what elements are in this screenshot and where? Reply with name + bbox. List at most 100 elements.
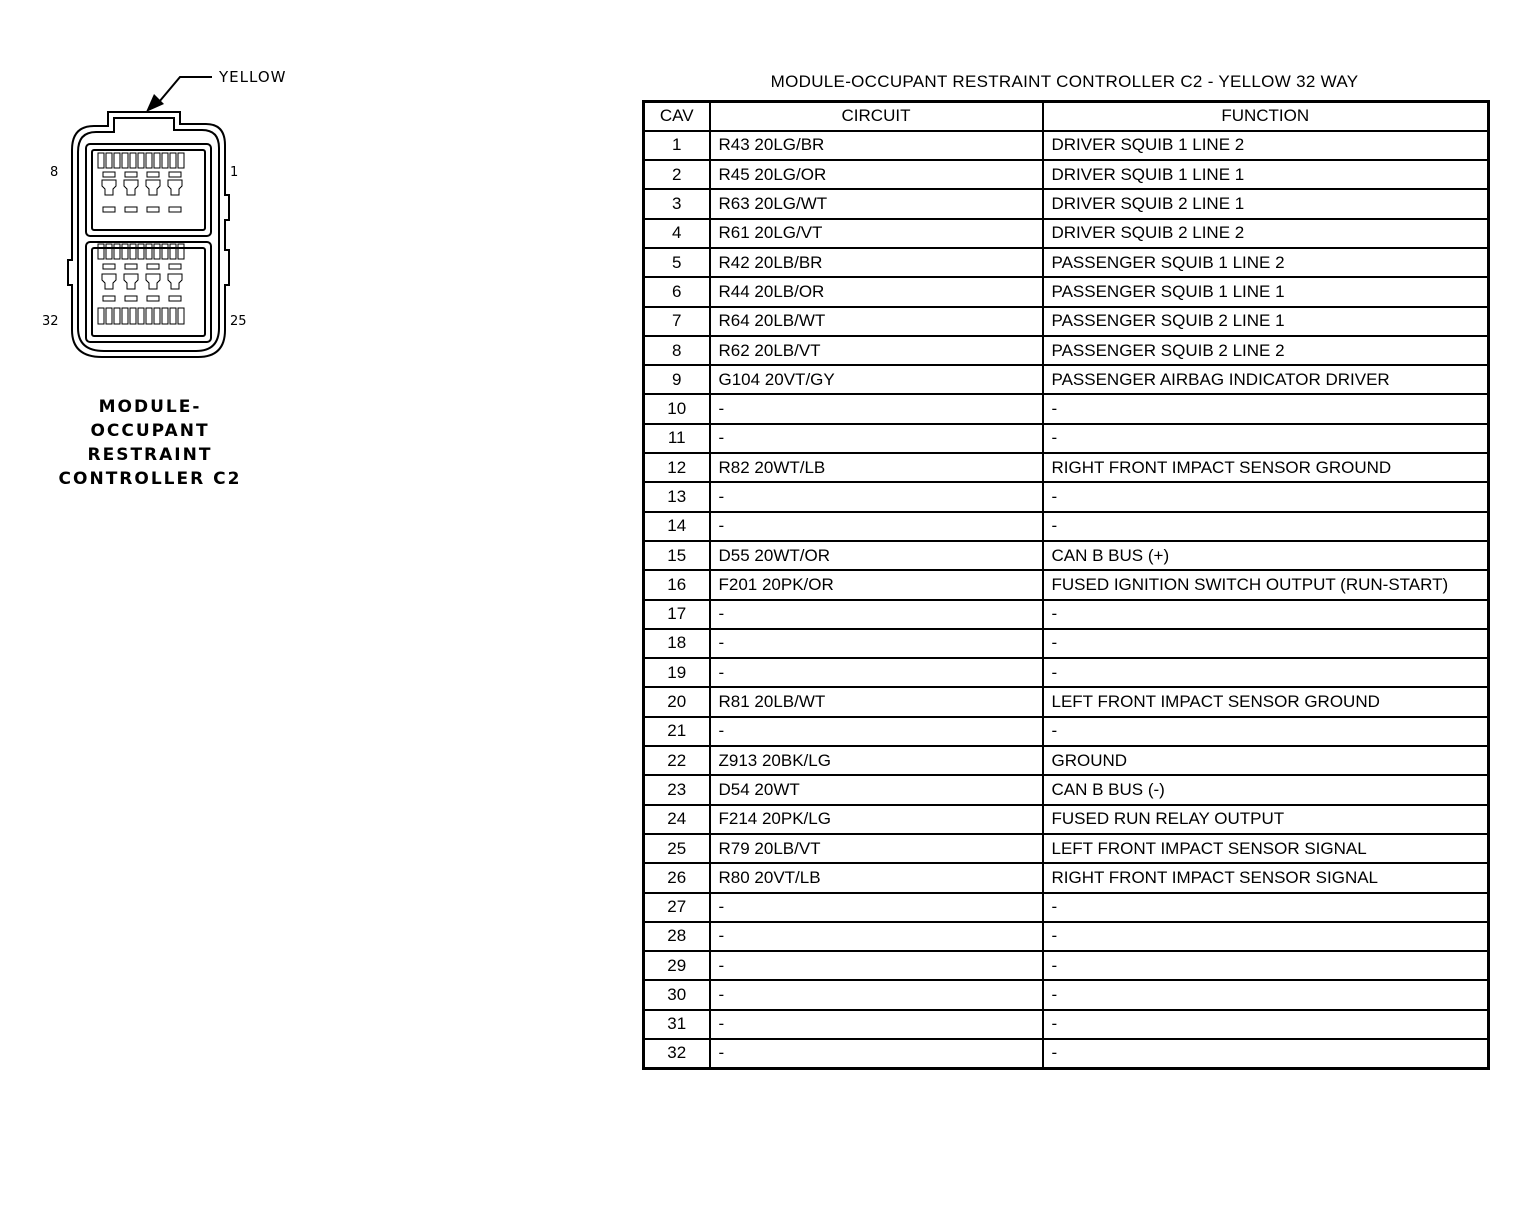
table-row: 17-- xyxy=(642,598,1490,630)
circuit-cell: R44 20LB/OR xyxy=(708,276,1044,308)
function-cell: PASSENGER AIRBAG INDICATOR DRIVER xyxy=(1041,364,1490,396)
cav-cell: 31 xyxy=(642,1008,711,1041)
function-cell: FUSED IGNITION SWITCH OUTPUT (RUN-START) xyxy=(1041,569,1490,601)
connector-name-line: RESTRAINT xyxy=(87,445,213,465)
circuit-cell: - xyxy=(708,422,1044,455)
function-cell: - xyxy=(1041,715,1490,748)
cav-cell: 20 xyxy=(642,686,711,718)
circuit-cell: D55 20WT/OR xyxy=(708,539,1044,572)
circuit-cell: R80 20VT/LB xyxy=(708,862,1044,894)
cav-cell: 29 xyxy=(642,950,711,982)
function-cell: - xyxy=(1041,920,1490,953)
circuit-cell: D54 20WT xyxy=(708,774,1044,806)
circuit-cell: F214 20PK/LG xyxy=(708,803,1044,835)
circuit-cell: R63 20LG/WT xyxy=(708,188,1044,220)
circuit-cell: R45 20LG/OR xyxy=(708,159,1044,191)
lower-cavity-row xyxy=(101,263,183,302)
function-cell: RIGHT FRONT IMPACT SENSOR SIGNAL xyxy=(1041,862,1490,894)
table-row: 13-- xyxy=(642,481,1490,513)
callout-leader-line xyxy=(158,76,212,103)
terminal-array xyxy=(97,152,185,325)
cav-cell: 24 xyxy=(642,803,711,835)
circuit-cell: - xyxy=(708,481,1044,513)
function-cell: CAN B BUS (-) xyxy=(1041,774,1490,806)
circuit-cell: R43 20LG/BR xyxy=(708,129,1044,162)
function-cell: - xyxy=(1041,422,1490,455)
cav-cell: 27 xyxy=(642,891,711,923)
connector-name-line: CONTROLLER C2 xyxy=(58,469,242,489)
cav-cell: 32 xyxy=(642,1037,711,1070)
cav-cell: 12 xyxy=(642,452,711,484)
cav-cell: 26 xyxy=(642,862,711,894)
circuit-cell: Z913 20BK/LG xyxy=(708,745,1044,777)
cav-cell: 3 xyxy=(642,188,711,220)
connector-name-line: OCCUPANT xyxy=(90,421,210,441)
function-cell: DRIVER SQUIB 2 LINE 2 xyxy=(1041,217,1490,249)
function-cell: - xyxy=(1041,598,1490,630)
table-row: 28-- xyxy=(642,920,1490,953)
cav-cell: 5 xyxy=(642,246,711,279)
table-row: 11-- xyxy=(642,422,1490,455)
circuit-cell: R79 20LB/VT xyxy=(708,832,1044,865)
table-row: 10-- xyxy=(642,393,1490,425)
circuit-cell: R42 20LB/BR xyxy=(708,246,1044,279)
table-row: 29-- xyxy=(642,950,1490,982)
circuit-cell: G104 20VT/GY xyxy=(708,364,1044,396)
function-cell: - xyxy=(1041,510,1490,542)
cav-cell: 17 xyxy=(642,598,711,630)
callout-arrowhead xyxy=(146,94,164,112)
function-cell: - xyxy=(1041,1037,1490,1070)
cav-cell: 19 xyxy=(642,657,711,689)
connector-diagram: YELLOW xyxy=(42,68,285,358)
cav-cell: 23 xyxy=(642,774,711,806)
cav-cell: 13 xyxy=(642,481,711,513)
function-cell: - xyxy=(1041,393,1490,425)
circuit-cell: - xyxy=(708,891,1044,923)
circuit-cell: - xyxy=(708,598,1044,630)
table-row: 32-- xyxy=(642,1037,1490,1070)
lower-terminal-strip-bottom xyxy=(97,307,185,325)
pin-label-bottom-right: 25 xyxy=(230,314,247,329)
function-cell: DRIVER SQUIB 1 LINE 2 xyxy=(1041,129,1490,162)
connector-name: MODULE- OCCUPANT RESTRAINT CONTROLLER C2 xyxy=(40,395,260,491)
cav-cell: 21 xyxy=(642,715,711,748)
circuit-cell: - xyxy=(708,1008,1044,1041)
function-cell: LEFT FRONT IMPACT SENSOR GROUND xyxy=(1041,686,1490,718)
table-header-row: CAV CIRCUIT FUNCTION xyxy=(642,100,1490,132)
circuit-cell: - xyxy=(708,979,1044,1011)
circuit-cell: - xyxy=(708,510,1044,542)
function-cell: PASSENGER SQUIB 1 LINE 2 xyxy=(1041,246,1490,279)
circuit-cell: - xyxy=(708,950,1044,982)
upper-terminal-strip-top xyxy=(97,152,185,169)
function-cell: - xyxy=(1041,657,1490,689)
table-row: 19-- xyxy=(642,657,1490,689)
cav-cell: 28 xyxy=(642,920,711,953)
cav-cell: 1 xyxy=(642,129,711,162)
table-row: 27-- xyxy=(642,891,1490,923)
function-cell: PASSENGER SQUIB 1 LINE 1 xyxy=(1041,276,1490,308)
table-row: 31-- xyxy=(642,1008,1490,1041)
circuit-cell: R62 20LB/VT xyxy=(708,334,1044,367)
circuit-cell: - xyxy=(708,657,1044,689)
cav-cell: 9 xyxy=(642,364,711,396)
table-row: 18-- xyxy=(642,627,1490,660)
cav-cell: 2 xyxy=(642,159,711,191)
header-cav: CAV xyxy=(642,100,711,132)
function-cell: GROUND xyxy=(1041,745,1490,777)
function-cell: LEFT FRONT IMPACT SENSOR SIGNAL xyxy=(1041,832,1490,865)
function-cell: - xyxy=(1041,1008,1490,1041)
